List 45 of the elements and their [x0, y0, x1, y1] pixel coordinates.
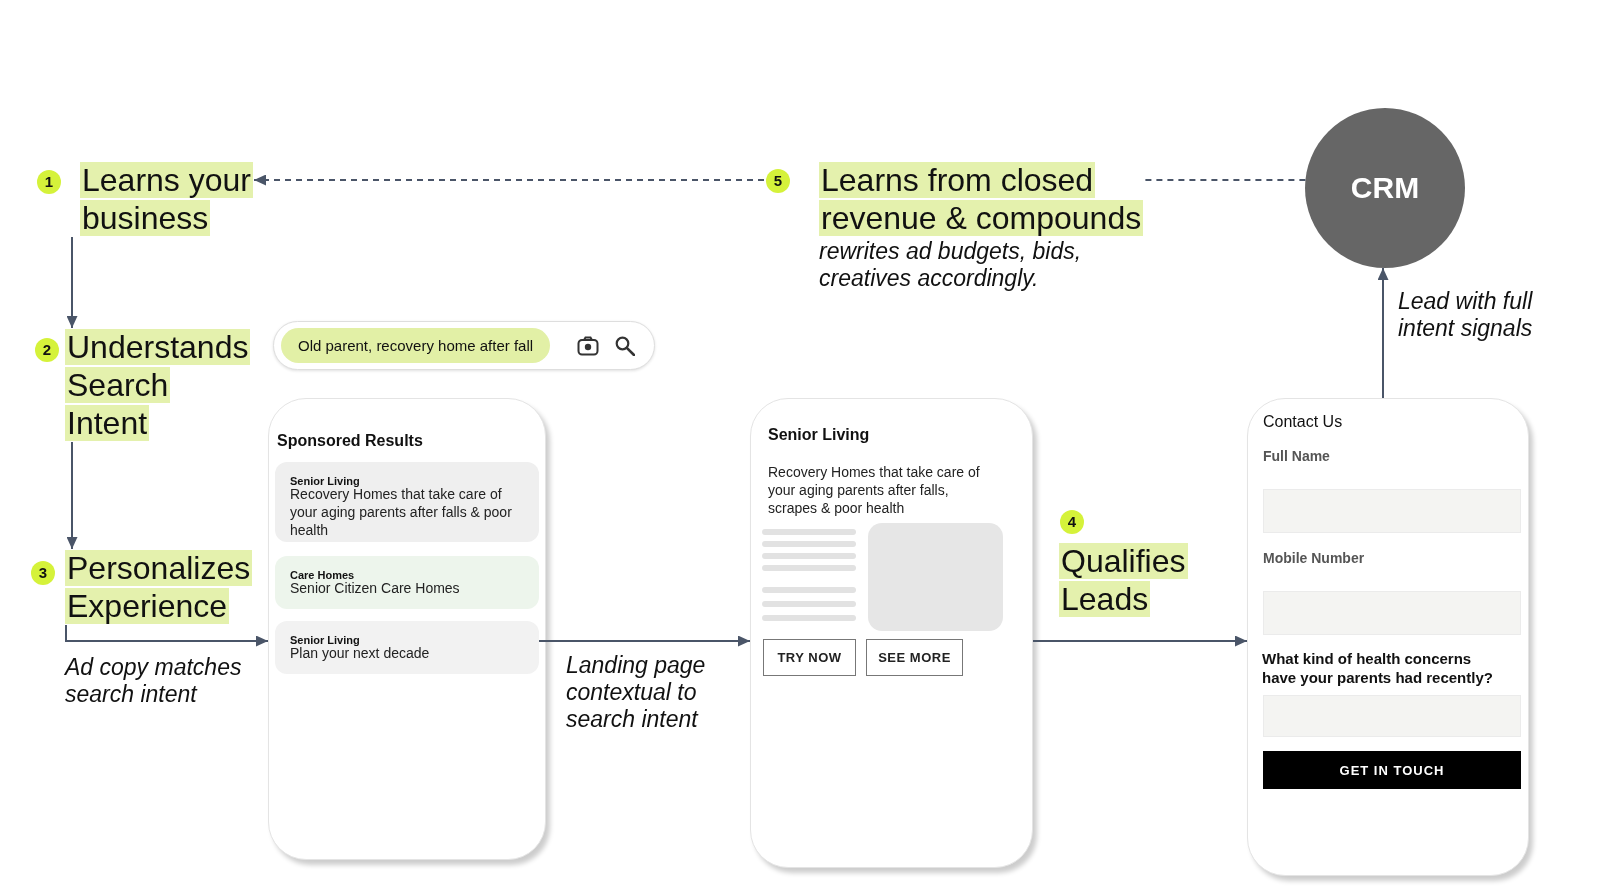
phone-mockup: [1247, 398, 1529, 876]
step-title: Understands Search Intent: [65, 328, 252, 442]
edge-label: Ad copy matches search intent: [65, 654, 243, 708]
step-title: Qualifies Leads: [1059, 542, 1189, 618]
phone-mockup: [268, 398, 546, 860]
ad-headline: Senior Citizen Care Homes: [290, 579, 461, 597]
ad-category: Care Homes: [290, 568, 355, 582]
edge-label: Lead with full intent signals: [1398, 288, 1534, 342]
phone-mockup: [750, 398, 1033, 868]
arrow: [65, 624, 269, 647]
field-label: Full Name: [1263, 447, 1330, 465]
dashed-arrow: [253, 174, 765, 186]
ad-category: Senior Living: [290, 474, 360, 489]
arrow: [66, 236, 78, 329]
number-badge: 3: [31, 561, 55, 585]
step-description: rewrites ad budgets, bids, creatives accordingly.: [819, 238, 1083, 292]
number-badge: 1: [37, 170, 61, 194]
search-field: Old parent, recovery home after fall: [281, 328, 551, 363]
search-bar: [273, 321, 655, 370]
field-label: Mobile Number: [1263, 549, 1365, 567]
question-label: What kind of health concerns have your parents had recently?: [1262, 649, 1494, 687]
submit-button: GET IN TOUCH: [1263, 751, 1521, 789]
number-badge: 5: [766, 169, 790, 193]
outline-button: SEE MORE: [866, 639, 963, 676]
arrow: [538, 635, 751, 647]
section-heading: Sponsored Results: [277, 431, 423, 451]
step-title: Learns your business: [80, 161, 254, 237]
arrow: [1377, 267, 1389, 399]
arrow: [1032, 635, 1248, 647]
number-badge: 4: [1060, 510, 1084, 534]
step-title: Learns from closed revenue & compounds: [819, 161, 1145, 237]
ad-card: [275, 621, 539, 674]
ad-category: Senior Living: [290, 633, 360, 647]
ad-headline: Recovery Homes that take care of your aging parents after falls & poor health: [290, 486, 513, 539]
arrow: [66, 441, 78, 550]
edge-label: Landing page contextual to search intent: [566, 652, 707, 733]
circle-node: CRM: [1305, 108, 1465, 268]
ad-headline: Plan your next decade: [290, 645, 431, 662]
form-heading: Contact Us: [1263, 412, 1343, 432]
step-title: Personalizes Experience: [65, 549, 254, 625]
outline-button: TRY NOW: [763, 639, 856, 676]
dashed-connector-line: [1144, 179, 1307, 181]
number-badge: 2: [35, 338, 59, 362]
body-text: Recovery Homes that take care of your aging parents after falls, scrapes & poor health: [768, 463, 981, 517]
section-heading: Senior Living: [768, 425, 870, 445]
